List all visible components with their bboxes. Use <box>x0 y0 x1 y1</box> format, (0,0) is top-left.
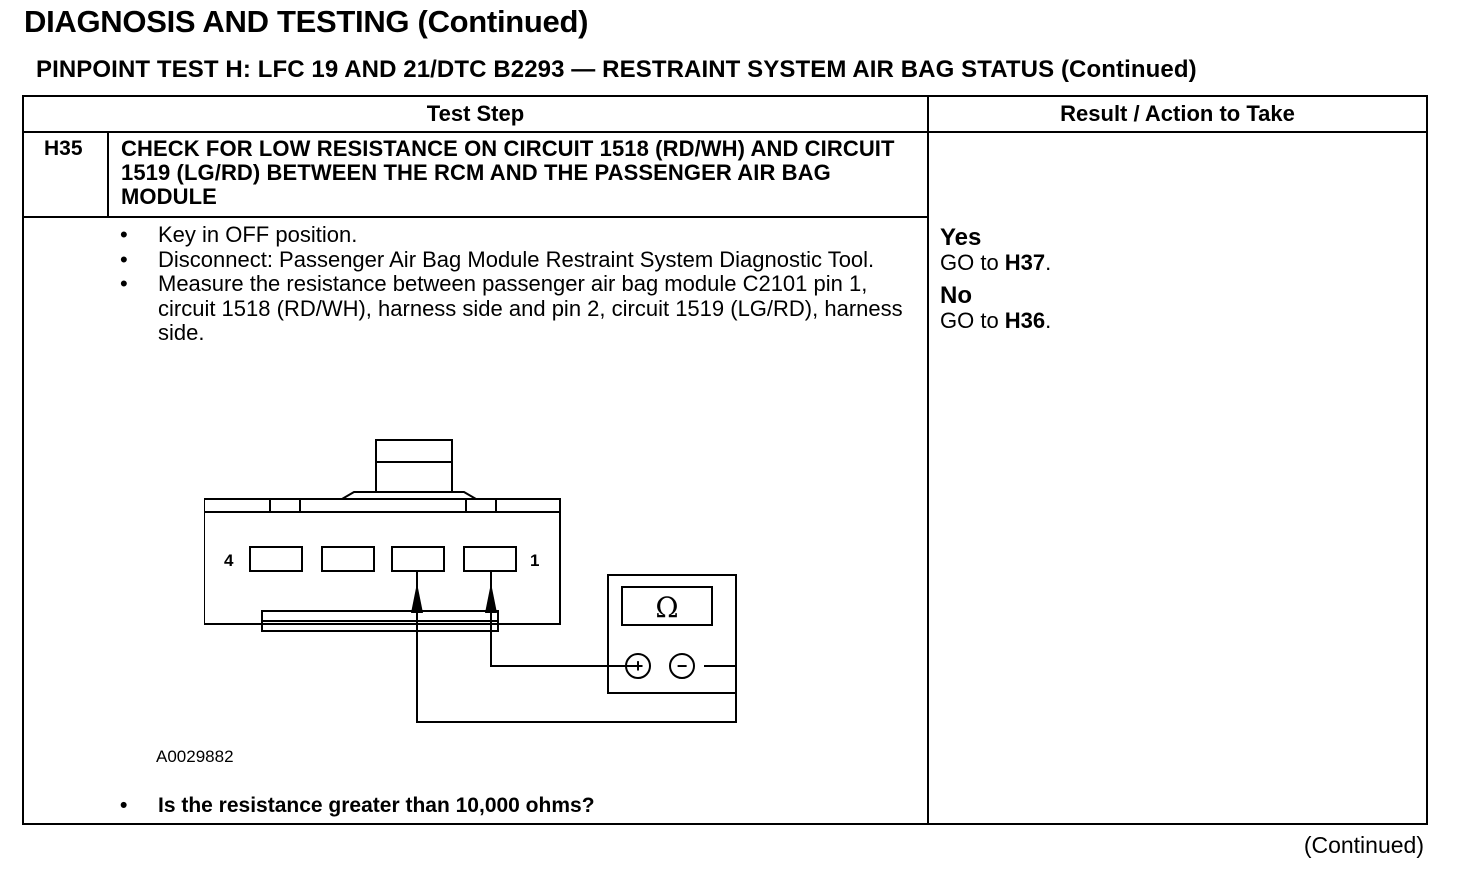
result-no: No GO to H36. <box>940 283 1051 333</box>
action-prefix: GO to <box>940 250 1005 275</box>
minus-sign: − <box>677 656 688 676</box>
header-test-step: Test Step <box>426 101 525 126</box>
page-subtitle: PINPOINT TEST H: LFC 19 AND 21/DTC B2293… <box>36 56 1197 83</box>
instruction-item: Measure the resistance between passenger… <box>120 271 920 346</box>
result-label: Yes <box>940 224 982 251</box>
connector-cavity <box>321 546 375 572</box>
step-id-divider <box>107 131 109 217</box>
page-title: DIAGNOSIS AND TESTING (Continued) <box>24 4 589 39</box>
ohmmeter-display <box>621 586 713 626</box>
step-instructions: Key in OFF position. Disconnect: Passeng… <box>120 222 920 346</box>
header-result: Result / Action to Take <box>1060 101 1295 126</box>
step-id: H35 <box>44 137 83 160</box>
connector-tab <box>375 439 453 493</box>
connector-cavity <box>463 546 517 572</box>
step-question: Is the resistance greater than 10,000 oh… <box>120 794 595 818</box>
step-title: CHECK FOR LOW RESISTANCE ON CIRCUIT 1518… <box>121 136 895 209</box>
result-action: GO to H37. <box>940 250 1051 275</box>
action-target-link: H36 <box>1004 308 1046 333</box>
connector-shoulder <box>204 491 560 500</box>
result-action: GO to H36. <box>940 308 1051 333</box>
column-divider <box>927 97 929 823</box>
negative-lead <box>416 571 737 723</box>
pin-label-left: 4 <box>224 551 234 570</box>
continued-label: (Continued) <box>1303 832 1424 858</box>
action-suffix: . <box>1045 250 1052 275</box>
action-suffix: . <box>1045 308 1052 333</box>
positive-lead <box>490 571 638 667</box>
action-target-link: H37 <box>1004 250 1046 275</box>
header-divider <box>24 131 1426 133</box>
probe-arrow-icon <box>485 583 497 613</box>
connector-body <box>204 498 561 625</box>
connector-cavity <box>249 546 303 572</box>
figure-id: A0029882 <box>156 747 234 766</box>
action-prefix: GO to <box>940 308 1005 333</box>
plus-sign: + <box>633 656 644 676</box>
step-title-divider <box>24 216 927 218</box>
pin-label-right: 1 <box>530 551 539 570</box>
ohm-symbol-icon: Ω <box>655 591 678 624</box>
result-actions: Yes GO to H37. No GO to H36. <box>940 225 1051 341</box>
connector-ohmmeter-diagram: 4 1 Ω + − <box>204 439 737 723</box>
plus-terminal-icon <box>625 653 651 679</box>
connector-cavity <box>391 546 445 572</box>
result-label: No <box>940 282 972 309</box>
instruction-item: Disconnect: Passenger Air Bag Module Res… <box>120 247 920 273</box>
pinpoint-test-table: Test Step Result / Action to Take H35 CH… <box>22 95 1428 825</box>
instruction-item: Key in OFF position. <box>120 222 920 248</box>
result-yes: Yes GO to H37. <box>940 225 1051 275</box>
ohmmeter-body <box>607 574 737 694</box>
probe-arrow-icon <box>411 583 423 613</box>
minus-terminal-icon <box>669 653 695 679</box>
